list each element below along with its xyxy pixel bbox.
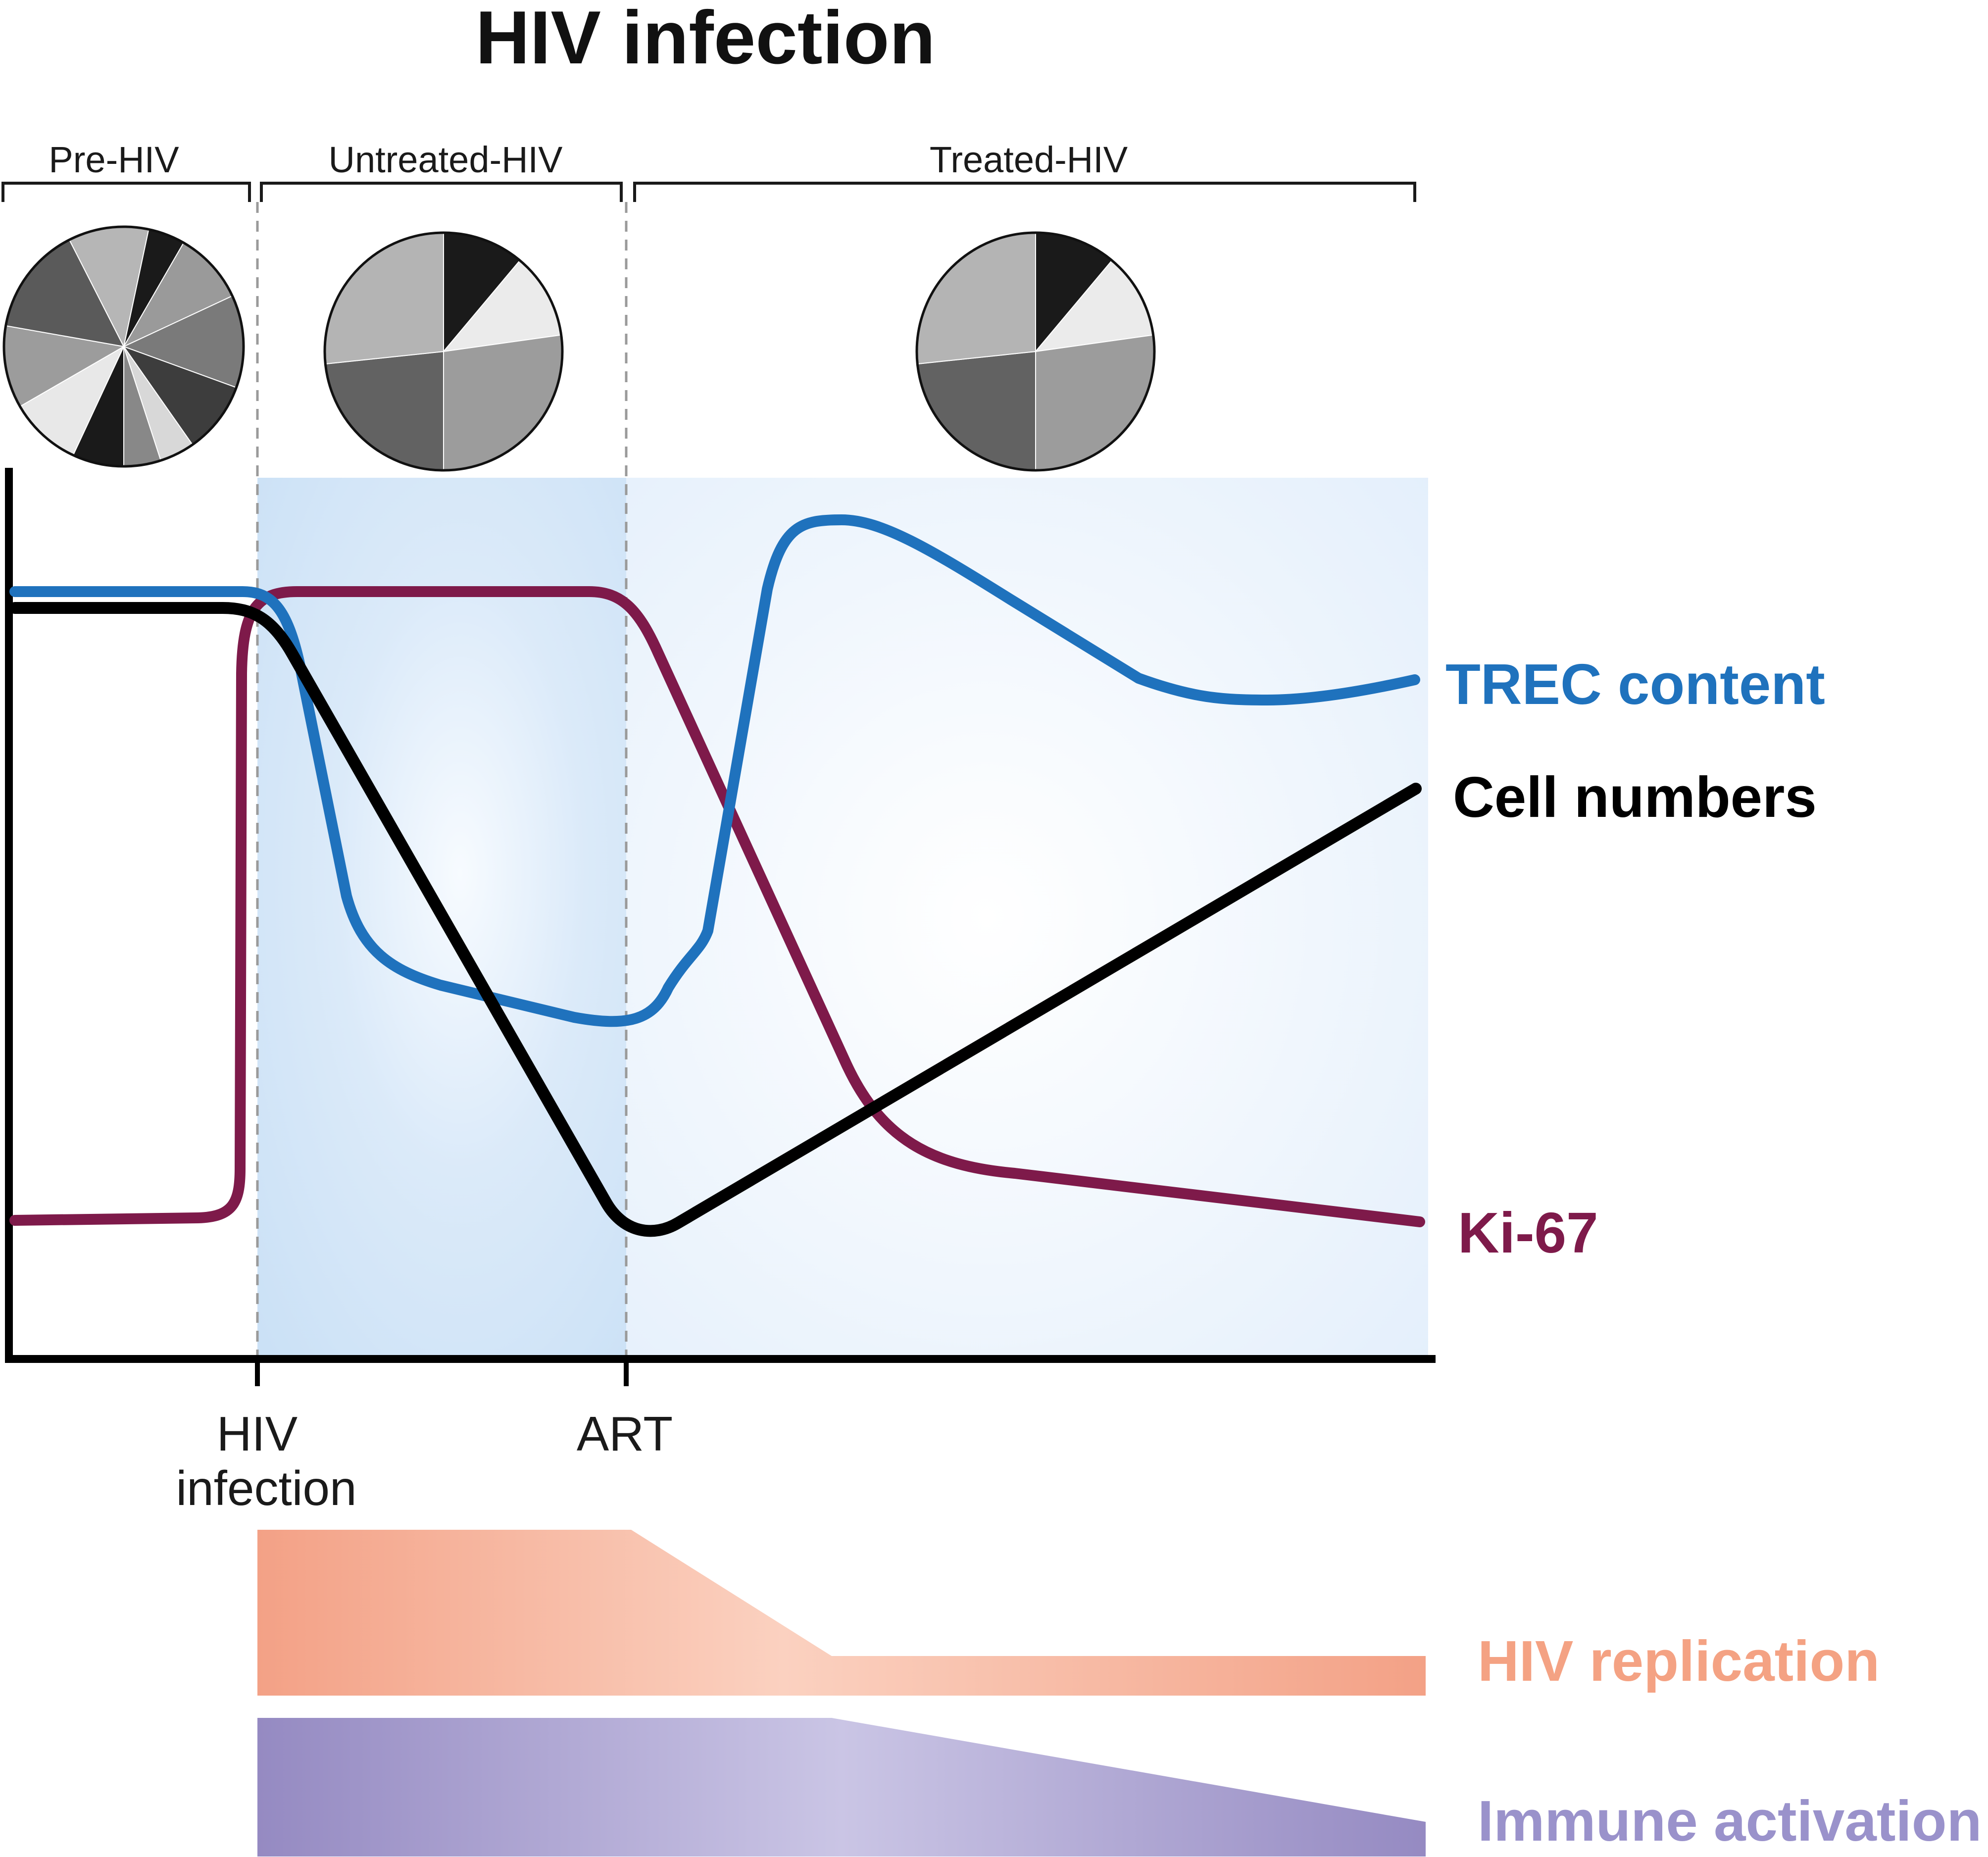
pie-outline: [323, 231, 564, 472]
label-hiv-replication: HIV replication: [1478, 1629, 1880, 1693]
hiv-replication-band: [257, 1530, 1426, 1696]
immune-activation-band: [257, 1718, 1426, 1857]
cell-numbers-curve: [9, 602, 1422, 1237]
diagram-title: HIV infection: [476, 0, 936, 80]
x-label-hiv-infection-line1: HIV: [217, 1406, 298, 1461]
label-trec-content: TREC content: [1445, 652, 1825, 716]
pie-chart-pre-hiv: [2, 225, 245, 468]
bracket-treated-hiv: [633, 182, 1416, 202]
pie-outline: [2, 225, 245, 468]
pie-slice: [916, 232, 1036, 365]
pie-chart-treated-hiv: [915, 231, 1156, 472]
phase-separators: [256, 202, 628, 1356]
phase-label-treated-hiv: Treated-HIV: [930, 139, 1128, 180]
bracket-untreated-hiv: [260, 182, 623, 202]
phase-brackets: [1, 182, 1416, 202]
x-label-art: ART: [577, 1406, 673, 1461]
pie-slice: [1035, 334, 1155, 471]
label-ki67: Ki-67: [1458, 1201, 1598, 1265]
pie-chart-untreated-hiv: [323, 231, 564, 472]
bracket-pre-hiv: [1, 182, 251, 202]
trec-curve: [9, 514, 1420, 1027]
phase-label-untreated-hiv: Untreated-HIV: [329, 139, 563, 180]
pie-outline: [915, 231, 1156, 472]
label-immune-activation: Immune activation: [1478, 1789, 1982, 1853]
pie-slice: [443, 334, 563, 471]
x-label-hiv-infection-line2: infection: [176, 1461, 356, 1515]
phase-label-pre-hiv: Pre-HIV: [49, 139, 179, 180]
x-label-hiv-infection: HIV infection: [176, 1406, 356, 1515]
pie-slice: [325, 351, 444, 471]
label-cell-numbers: Cell numbers: [1453, 765, 1817, 829]
ki67-curve: [9, 586, 1425, 1227]
pie-slice: [917, 351, 1036, 471]
axes: [5, 468, 1436, 1386]
pie-slice: [324, 232, 444, 365]
